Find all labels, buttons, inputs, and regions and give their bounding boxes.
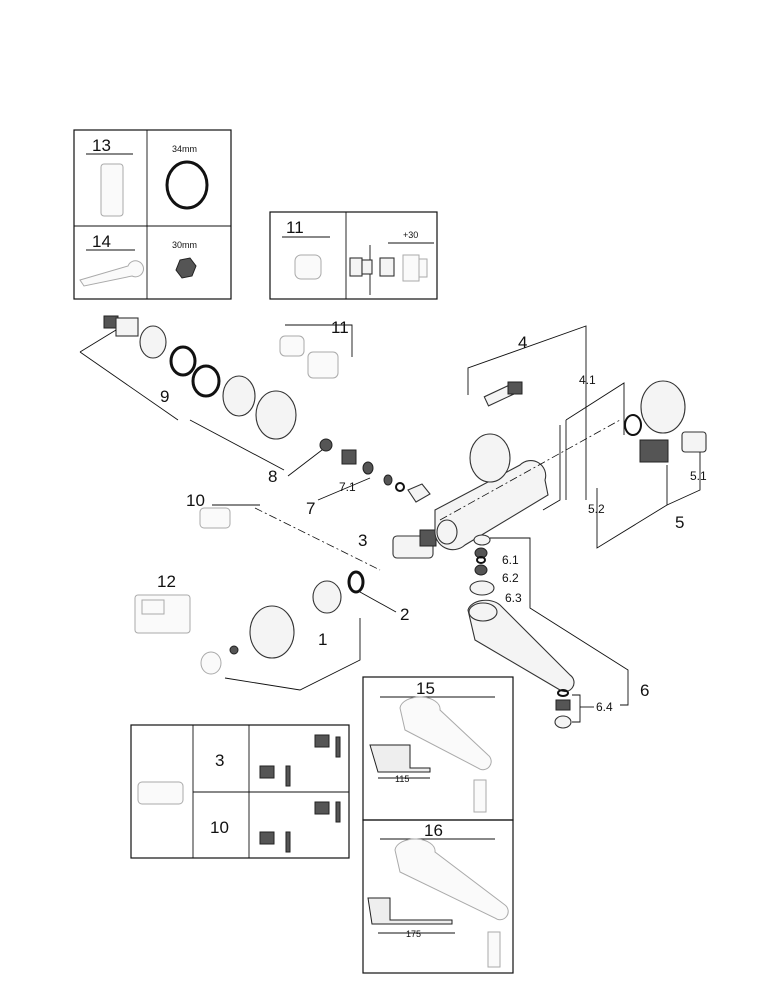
callout-10: 10 xyxy=(186,491,205,510)
spout-16-number: 16 xyxy=(424,821,443,840)
extension-piece-icon xyxy=(294,254,322,280)
callout-8: 8 xyxy=(268,467,277,486)
callout-2: 2 xyxy=(400,605,409,624)
part-thermostat-body xyxy=(434,459,549,551)
cartridge-icon xyxy=(137,781,184,805)
thermometer-icon xyxy=(285,765,291,787)
extension-number: 11 xyxy=(286,218,304,237)
thermometer-icon xyxy=(285,831,291,853)
cartridge-inset: 3 10 xyxy=(130,724,350,859)
callout-6-3: 6.3 xyxy=(505,591,522,605)
wrench-14-icon xyxy=(79,260,144,287)
callout-11: 11 xyxy=(331,318,349,337)
tool-14-number: 14 xyxy=(92,232,111,251)
callout-5-1: 5.1 xyxy=(690,469,707,483)
part-cap xyxy=(255,390,297,440)
thermometer-icon xyxy=(335,736,341,758)
callout-9: 9 xyxy=(160,387,169,406)
part-o-ring xyxy=(191,364,221,398)
spout-inset-16: 16 175 xyxy=(362,819,514,974)
callout-7: 7 xyxy=(306,499,315,518)
ring-nut-34mm-icon xyxy=(165,160,209,210)
callout-3: 3 xyxy=(358,531,367,550)
callout-7-1: 7.1 xyxy=(339,480,356,494)
callout-6-1: 6.1 xyxy=(502,553,519,567)
callout-5-2: 5.2 xyxy=(588,502,605,516)
socket-wrench-13-icon xyxy=(100,163,124,217)
extension-inset: 11 +30 xyxy=(269,211,438,300)
tool-13-number: 13 xyxy=(92,136,111,155)
part-handle xyxy=(249,605,295,659)
callout-6-2: 6.2 xyxy=(502,571,519,585)
cartridge-row-3: 3 xyxy=(215,751,224,770)
part-threaded-ring xyxy=(222,375,256,417)
part-connector xyxy=(115,317,139,337)
tools-inset: 13 34mm 14 30mm xyxy=(73,129,232,300)
spout-inset-15: 15 115 xyxy=(362,676,514,821)
callout-6-4: 6.4 xyxy=(596,700,613,714)
spout-15-dimension: 115 xyxy=(395,774,409,784)
callout-6: 6 xyxy=(640,681,649,700)
callout-12: 12 xyxy=(157,572,176,591)
callout-1: 1 xyxy=(318,630,327,649)
part-spout xyxy=(467,599,575,693)
extension-dimension: +30 xyxy=(403,230,418,240)
extension-install-icon xyxy=(349,245,428,295)
callout-5: 5 xyxy=(675,513,684,532)
thermometer-icon xyxy=(335,801,341,823)
callout-4: 4 xyxy=(518,333,527,352)
hex-nut-30mm-icon xyxy=(175,257,197,279)
part-sleeve xyxy=(139,325,167,359)
part-o-ring xyxy=(169,345,197,377)
cartridge-row-10: 10 xyxy=(210,818,229,837)
tool-14-dimension: 30mm xyxy=(172,240,197,250)
callout-4-1: 4.1 xyxy=(579,373,596,387)
parts-exploded-view: 9 11 8 7.1 7 10 3 12 2 xyxy=(79,315,707,729)
tool-13-dimension: 34mm xyxy=(172,144,197,154)
spout-16-dimension: 175 xyxy=(406,929,421,939)
spout-15-number: 15 xyxy=(416,679,435,698)
